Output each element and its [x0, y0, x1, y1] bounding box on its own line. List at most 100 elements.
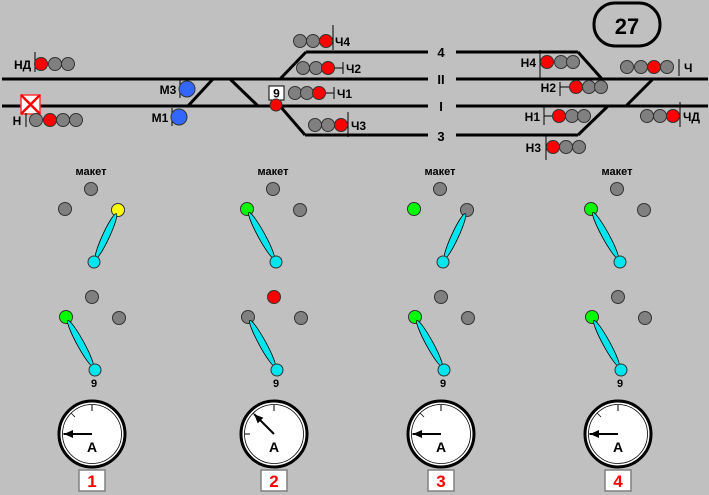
indicator-lamp — [111, 203, 125, 217]
signal-lamp — [569, 80, 583, 94]
panel-number-button[interactable]: 1 — [78, 469, 106, 492]
indicator-lamp — [585, 310, 599, 324]
lower-lever[interactable] — [59, 290, 126, 377]
lever-handle[interactable] — [441, 212, 468, 260]
indicator-lamp — [266, 182, 280, 196]
lever-pivot[interactable] — [613, 255, 627, 269]
switch-9[interactable]: 9 — [268, 85, 285, 112]
lever-pivot[interactable] — [269, 255, 283, 269]
signal-label: НД — [14, 58, 32, 72]
lever-label: 9 — [91, 378, 97, 390]
closed-cross-icon[interactable] — [20, 94, 41, 115]
lower-lever[interactable] — [241, 290, 308, 377]
lever-pivot[interactable] — [436, 255, 450, 269]
switch-line — [278, 105, 307, 136]
signal-lamp — [56, 113, 70, 127]
indicator-lamp — [637, 203, 651, 217]
indicator-lamp — [638, 311, 652, 325]
signal-lamp — [43, 113, 57, 127]
signal-lamp — [582, 80, 596, 94]
signal-lamp — [306, 34, 320, 48]
signal-label: Н — [13, 114, 22, 128]
signal-label: Ч1 — [337, 87, 352, 101]
switch-line — [576, 104, 610, 137]
signal-lamp — [29, 113, 43, 127]
signal-label: ЧД — [683, 110, 700, 124]
signal-n2[interactable]: Н2 — [541, 80, 608, 97]
gauge-rim — [62, 404, 122, 464]
lever-handle[interactable] — [92, 212, 119, 260]
indicator-lamp — [58, 202, 72, 216]
indicator-lamp — [85, 290, 99, 304]
gauge-needle-arrow-icon — [590, 430, 599, 438]
lever-pivot[interactable] — [87, 255, 101, 269]
signal-label: Ч3 — [351, 119, 366, 133]
lever-pivot[interactable] — [270, 363, 284, 377]
signal-lamp — [640, 109, 654, 123]
signal-lamp — [572, 140, 586, 154]
lower-lever[interactable] — [585, 290, 652, 377]
signal-lamp — [546, 140, 560, 154]
signal-n4[interactable]: Н4 — [521, 50, 580, 78]
signal-lamp — [634, 60, 648, 74]
signal-n1[interactable]: Н1 — [525, 107, 591, 125]
upper-lever[interactable] — [58, 182, 125, 269]
signal-lamp — [170, 108, 188, 126]
tracks: 4 II I 3 — [2, 45, 708, 144]
signal-label: Ч — [684, 61, 692, 75]
switch-signal-lamp — [269, 98, 283, 112]
indicator-lamp — [584, 202, 598, 216]
lever-handle[interactable] — [414, 319, 445, 368]
track-label-II: II — [437, 72, 444, 87]
upper-lever[interactable] — [407, 182, 474, 269]
panel-number-box[interactable] — [604, 469, 632, 492]
lever-handle[interactable] — [591, 319, 622, 368]
signal-lamp — [178, 80, 196, 98]
signal-n[interactable]: Н — [13, 113, 83, 128]
signal-nd[interactable]: НД — [14, 52, 75, 72]
signal-ch4[interactable]: Ч4 — [293, 25, 351, 50]
gauge-rim — [244, 404, 304, 464]
signal-m3[interactable]: М3 — [160, 80, 196, 98]
upper-lever[interactable] — [240, 182, 307, 269]
signal-n3[interactable]: Н3 — [526, 135, 586, 160]
upper-lever[interactable] — [584, 182, 651, 269]
station-number-badge[interactable]: 27 — [592, 1, 662, 48]
lever-pivot[interactable] — [437, 363, 451, 377]
lever-handle[interactable] — [590, 211, 621, 260]
signal-ch3[interactable]: Ч3 — [308, 112, 367, 137]
signal-lamp — [34, 57, 48, 71]
lever-pivot[interactable] — [614, 363, 628, 377]
panel-number-box[interactable] — [260, 469, 288, 492]
gauge-unit: A — [436, 439, 446, 455]
signal-label: Н2 — [541, 81, 557, 95]
lower-lever[interactable] — [408, 290, 475, 377]
signal-m1[interactable]: М1 — [152, 108, 188, 126]
panel-number-box[interactable] — [78, 469, 106, 492]
lever-handle[interactable] — [247, 319, 278, 368]
panel-title: макет — [425, 166, 457, 178]
signal-lamp — [48, 57, 62, 71]
panel-number-button[interactable]: 2 — [260, 469, 288, 492]
gauge-needle-arrow-icon — [254, 414, 264, 424]
signal-lamp — [312, 86, 326, 100]
indicator-lamp — [407, 202, 421, 216]
lever-handle[interactable] — [246, 211, 277, 260]
signal-chd[interactable]: ЧД — [640, 102, 701, 127]
indicator-lamp — [84, 182, 98, 196]
signal-lamp — [69, 113, 83, 127]
switch-line — [228, 77, 260, 108]
lever-handle[interactable] — [65, 319, 96, 368]
signal-ch1[interactable]: Ч1 — [288, 86, 353, 102]
indicator-lamp — [434, 290, 448, 304]
panel-number-button[interactable]: 3 — [427, 469, 455, 492]
panel-number-box[interactable] — [427, 469, 455, 492]
signal-ch[interactable]: Ч — [620, 59, 693, 76]
signal-lamp — [666, 109, 680, 123]
panel-number-button[interactable]: 4 — [604, 469, 632, 492]
signal-ch2[interactable]: Ч2 — [296, 61, 362, 77]
lever-pivot[interactable] — [88, 363, 102, 377]
